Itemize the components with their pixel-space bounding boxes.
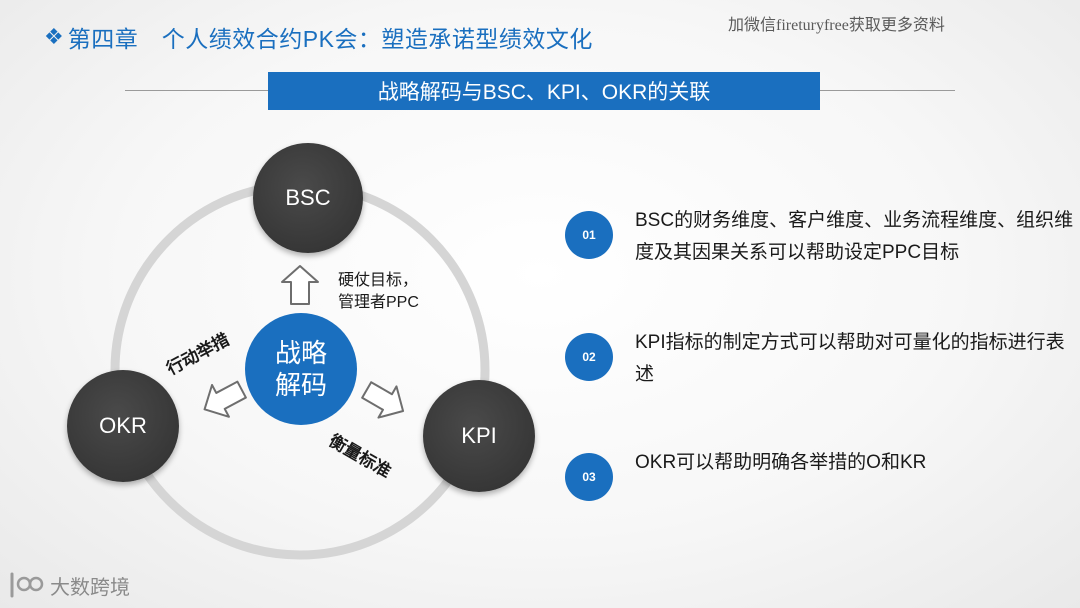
arrow-left-icon — [203, 380, 247, 418]
number-badge: 02 — [565, 333, 613, 381]
node-bsc: BSC — [253, 143, 363, 253]
footer-brand-text: 大数跨境 — [50, 576, 130, 599]
node-okr: OKR — [67, 370, 179, 482]
label-hard-targets-line1: 硬仗目标， — [338, 272, 419, 289]
item-text: OKR可以帮助明确各举措的O和KR — [635, 452, 927, 473]
chapter-header: ❖ 第四章 个人绩效合约PK会：塑造承诺型绩效文化 — [44, 20, 593, 54]
number-badge: 01 — [565, 211, 613, 259]
label-hard-targets-line2: 管理者PPC — [338, 294, 419, 311]
chapter-title: 第四章 个人绩效合约PK会：塑造承诺型绩效文化 — [67, 26, 593, 52]
list-item: 02 KPI指标的制定方式可以帮助对可量化的指标进行表述 — [565, 332, 1075, 391]
list-item: 03 OKR可以帮助明确各举措的O和KR — [565, 452, 1075, 501]
number-badge: 03 — [565, 453, 613, 501]
section-banner: 战略解码与BSC、KPI、OKR的关联 — [268, 72, 820, 110]
list-item: 01 BSC的财务维度、客户维度、业务流程维度、组织维度及其因果关系可以帮助设定… — [565, 210, 1075, 269]
item-text: BSC的财务维度、客户维度、业务流程维度、组织维度及其因果关系可以帮助设定PPC… — [635, 210, 1074, 263]
brand-logo-icon — [10, 572, 44, 598]
item-text: KPI指标的制定方式可以帮助对可量化的指标进行表述 — [635, 332, 1065, 385]
node-strategy-decoding: 战略 解码 — [245, 313, 357, 425]
footer-watermark: 大数跨境 — [8, 570, 130, 600]
label-hard-targets: 硬仗目标， 管理者PPC — [338, 270, 419, 314]
arrow-right-icon — [361, 381, 405, 419]
arrow-up-icon — [281, 265, 319, 305]
diamond-bullet-icon: ❖ — [44, 24, 64, 49]
node-kpi: KPI — [423, 380, 535, 492]
watermark-text: 加微信fireturyfree获取更多资料 — [728, 17, 945, 34]
